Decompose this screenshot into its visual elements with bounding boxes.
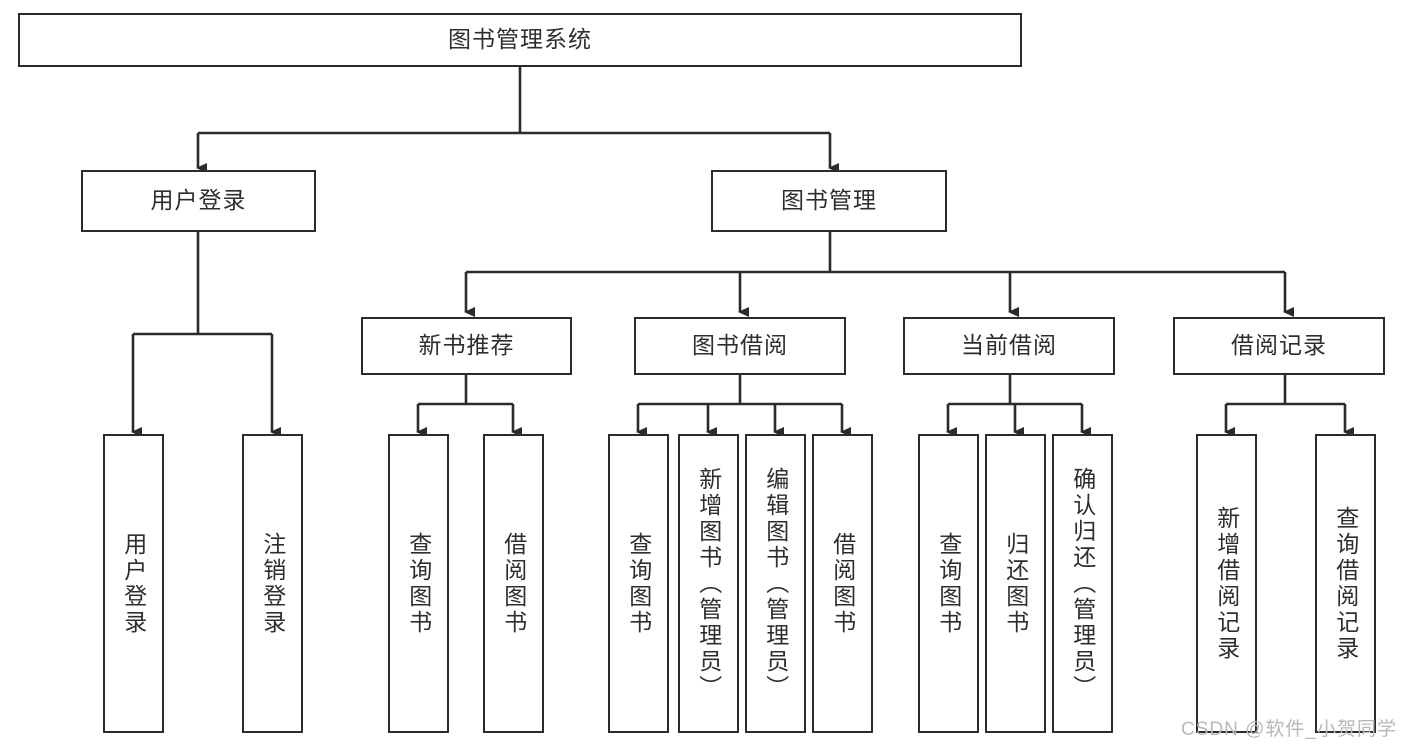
leaf-recommend-borrow-book[interactable]: 借阅图书 (483, 434, 544, 733)
leaf-current-query-book-label: 查询图书 (935, 531, 962, 636)
leaf-user-login-logout[interactable]: 注销登录 (242, 434, 303, 733)
node-user-login[interactable]: 用户登录 (81, 170, 316, 232)
node-book-management[interactable]: 图书管理 (711, 170, 947, 232)
leaf-record-add-record[interactable]: 新增借阅记录 (1196, 434, 1257, 733)
leaf-user-login-logout-label: 注销登录 (259, 531, 286, 636)
node-new-book-recommend-label: 新书推荐 (418, 332, 515, 359)
leaf-borrow-borrow-book[interactable]: 借阅图书 (812, 434, 873, 733)
leaf-recommend-query-book-label: 查询图书 (405, 531, 432, 636)
node-book-borrow[interactable]: 图书借阅 (634, 317, 846, 375)
leaf-current-return-book[interactable]: 归还图书 (985, 434, 1046, 733)
leaf-record-query-record[interactable]: 查询借阅记录 (1315, 434, 1376, 733)
leaf-recommend-query-book[interactable]: 查询图书 (388, 434, 449, 733)
leaf-current-return-book-label: 归还图书 (1002, 531, 1029, 636)
leaf-borrow-query-book[interactable]: 查询图书 (608, 434, 669, 733)
leaf-user-login-login-label: 用户登录 (120, 531, 147, 636)
leaf-borrow-borrow-book-label: 借阅图书 (829, 531, 856, 636)
node-borrow-record-label: 借阅记录 (1231, 332, 1327, 359)
leaf-borrow-edit-book-label: 编辑图书（管理员） (762, 466, 789, 701)
node-book-management-label: 图书管理 (781, 187, 877, 214)
leaf-current-confirm-return[interactable]: 确认归还（管理员） (1052, 434, 1113, 733)
leaf-user-login-login[interactable]: 用户登录 (103, 434, 164, 733)
leaf-current-confirm-return-label: 确认归还（管理员） (1069, 466, 1096, 701)
node-borrow-record[interactable]: 借阅记录 (1173, 317, 1385, 375)
leaf-record-query-record-label: 查询借阅记录 (1332, 505, 1359, 662)
node-root-label: 图书管理系统 (448, 26, 592, 53)
leaf-borrow-add-book[interactable]: 新增图书（管理员） (678, 434, 739, 733)
leaf-borrow-add-book-label: 新增图书（管理员） (695, 466, 722, 701)
leaf-recommend-borrow-book-label: 借阅图书 (500, 531, 527, 636)
leaf-record-add-record-label: 新增借阅记录 (1213, 505, 1240, 662)
node-current-borrow-label: 当前借阅 (961, 332, 1057, 359)
node-book-borrow-label: 图书借阅 (692, 332, 788, 359)
leaf-borrow-query-book-label: 查询图书 (625, 531, 652, 636)
leaf-current-query-book[interactable]: 查询图书 (918, 434, 979, 733)
node-new-book-recommend[interactable]: 新书推荐 (361, 317, 572, 375)
node-root[interactable]: 图书管理系统 (18, 13, 1022, 67)
node-current-borrow[interactable]: 当前借阅 (903, 317, 1115, 375)
leaf-borrow-edit-book[interactable]: 编辑图书（管理员） (745, 434, 806, 733)
node-user-login-label: 用户登录 (150, 187, 247, 214)
watermark-text: CSDN @软件_小贺同学 (1181, 719, 1397, 740)
